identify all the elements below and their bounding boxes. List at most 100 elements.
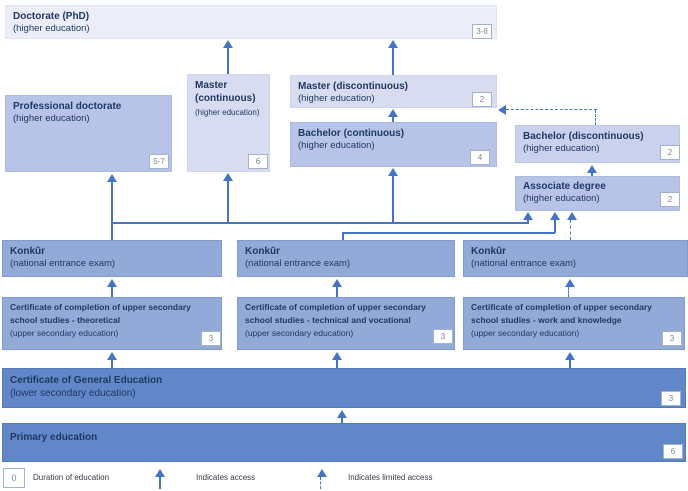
box-associate-degree: Associate degree (higher education) (515, 176, 680, 211)
arrow-up-icon (107, 174, 117, 182)
duration-badge-cert-work-knowledge: 3 (662, 331, 682, 346)
access-line-gened-to-cert2 (336, 360, 338, 368)
box-subtitle: (lower secondary education) (10, 388, 136, 400)
arrow-up-icon (388, 40, 398, 48)
legend-limited-access-arrow-stem (320, 477, 321, 489)
box-doctorate-phd: Doctorate (PhD) (higher education) (5, 5, 497, 39)
duration-badge-cert-technical: 3 (433, 329, 453, 344)
limited-access-line-konkur3-to-associate (570, 220, 571, 240)
duration-badge-bachelor-discontinuous: 2 (660, 145, 680, 160)
limited-access-line-cert3-to-konkur3 (568, 287, 569, 297)
legend-access-arrow-icon (155, 469, 165, 477)
box-title: Konkûr (471, 246, 506, 257)
arrow-up-icon (332, 279, 342, 287)
box-subtitle: (national entrance exam) (471, 258, 577, 270)
box-title: Certificate of completion of upper secon… (471, 302, 652, 325)
box-subtitle: (national entrance exam) (10, 258, 116, 270)
arrow-up-icon (550, 212, 560, 220)
access-line-konkur2-stem (342, 233, 344, 240)
access-line-bus-to-associate (527, 220, 529, 223)
box-konkur-1: Konkûr (national entrance exam) (2, 240, 222, 277)
box-subtitle: (upper secondary education) (10, 327, 119, 338)
access-line-gened-to-cert3 (569, 360, 571, 368)
access-line-gened-to-cert1 (111, 360, 113, 368)
access-line-cert2-to-konkur2 (336, 287, 338, 297)
box-title: Konkûr (10, 246, 45, 257)
box-title: Konkûr (245, 246, 280, 257)
arrow-up-icon (523, 212, 533, 220)
access-line-masterdisc-to-doctorate (392, 48, 394, 75)
duration-badge-doctorate: 3-6 (472, 24, 492, 39)
arrow-up-icon (587, 165, 597, 173)
box-subtitle: (higher education) (523, 193, 600, 205)
duration-badge-cert-theoretical: 3 (201, 331, 221, 346)
arrow-up-icon (565, 352, 575, 360)
arrow-up-icon (107, 352, 117, 360)
box-subtitle: (higher education) (298, 93, 375, 105)
duration-badge-associate-degree: 2 (660, 192, 680, 207)
access-bus-konkur1 (111, 222, 529, 224)
access-line-primary-to-gened (341, 418, 343, 423)
box-professional-doctorate: Professional doctorate (higher education… (5, 95, 172, 172)
legend-duration-label: Duration of education (33, 473, 110, 482)
box-subtitle: (higher education) (13, 23, 90, 35)
duration-badge-professional-doctorate: 5-7 (149, 154, 169, 169)
box-bachelor-discontinuous: Bachelor (discontinuous) (higher educati… (515, 125, 680, 163)
box-title: Professional doctorate (13, 101, 122, 112)
legend-limited-access-label: Indicates limited access (348, 473, 433, 482)
arrow-up-icon (337, 410, 347, 418)
access-line-branch-master-continuous (227, 181, 229, 223)
arrow-up-icon (332, 352, 342, 360)
legend-limited-access-arrow-icon (317, 469, 327, 477)
access-line-konkur1-vertical (111, 182, 113, 240)
access-line-cert1-to-konkur1 (111, 287, 113, 297)
box-title: Bachelor (discontinuous) (523, 131, 644, 142)
box-general-education: Certificate of General Education (lower … (2, 368, 686, 408)
legend-duration-badge: 0 (3, 468, 25, 488)
box-subtitle: (higher education) (523, 143, 600, 155)
box-master-continuous: Master (continuous) (higher education) (187, 74, 270, 172)
arrow-up-icon (107, 279, 117, 287)
box-title: Certificate of completion of upper secon… (245, 302, 426, 325)
legend-access-arrow-stem (159, 477, 161, 489)
box-title: Bachelor (continuous) (298, 128, 405, 139)
box-title: Primary education (10, 432, 98, 443)
access-line-associate-to-bachelordisc (591, 173, 593, 176)
duration-badge-master-continuous: 6 (248, 154, 268, 169)
arrow-up-icon (565, 279, 575, 287)
access-line-branch-bachelor-continuous (392, 176, 394, 223)
box-cert-technical: Certificate of completion of upper secon… (237, 297, 455, 350)
box-konkur-2: Konkûr (national entrance exam) (237, 240, 455, 277)
duration-badge-bachelor-continuous: 4 (470, 150, 490, 165)
access-line-bachelor-to-masterdisc (392, 117, 394, 122)
box-primary-education: Primary education (2, 423, 686, 462)
box-master-discontinuous: Master (discontinuous) (higher education… (290, 75, 497, 108)
arrow-up-icon (388, 109, 398, 117)
box-subtitle: (higher education) (13, 113, 90, 125)
box-cert-work-knowledge: Certificate of completion of upper secon… (463, 297, 685, 350)
arrow-up-icon (567, 212, 577, 220)
box-subtitle: (higher education) (195, 108, 260, 118)
box-title: Associate degree (523, 181, 606, 192)
box-title: Certificate of completion of upper secon… (10, 302, 191, 325)
arrow-up-icon (223, 173, 233, 181)
box-title: Master (195, 80, 228, 91)
access-line-master-to-doctorate (227, 48, 229, 74)
limited-access-line-bachelordisc-horizontal (506, 109, 597, 110)
box-title: Doctorate (PhD) (13, 11, 90, 22)
duration-badge-master-discontinuous: 2 (472, 92, 492, 107)
legend-access-label: Indicates access (196, 473, 256, 482)
box-cert-theoretical: Certificate of completion of upper secon… (2, 297, 222, 350)
arrow-left-icon (498, 105, 506, 115)
box-title: Certificate of General Education (10, 375, 163, 386)
arrow-up-icon (388, 168, 398, 176)
box-subtitle: (upper secondary education) (471, 327, 580, 338)
access-line-konkur2-to-associate (554, 220, 556, 233)
duration-badge-primary-education: 6 (663, 444, 683, 459)
access-bus-konkur2 (342, 232, 555, 234)
box-konkur-3: Konkûr (national entrance exam) (463, 240, 688, 277)
box-bachelor-continuous: Bachelor (continuous) (higher education) (290, 122, 497, 167)
duration-badge-general-education: 3 (661, 391, 681, 406)
arrow-up-icon (223, 40, 233, 48)
